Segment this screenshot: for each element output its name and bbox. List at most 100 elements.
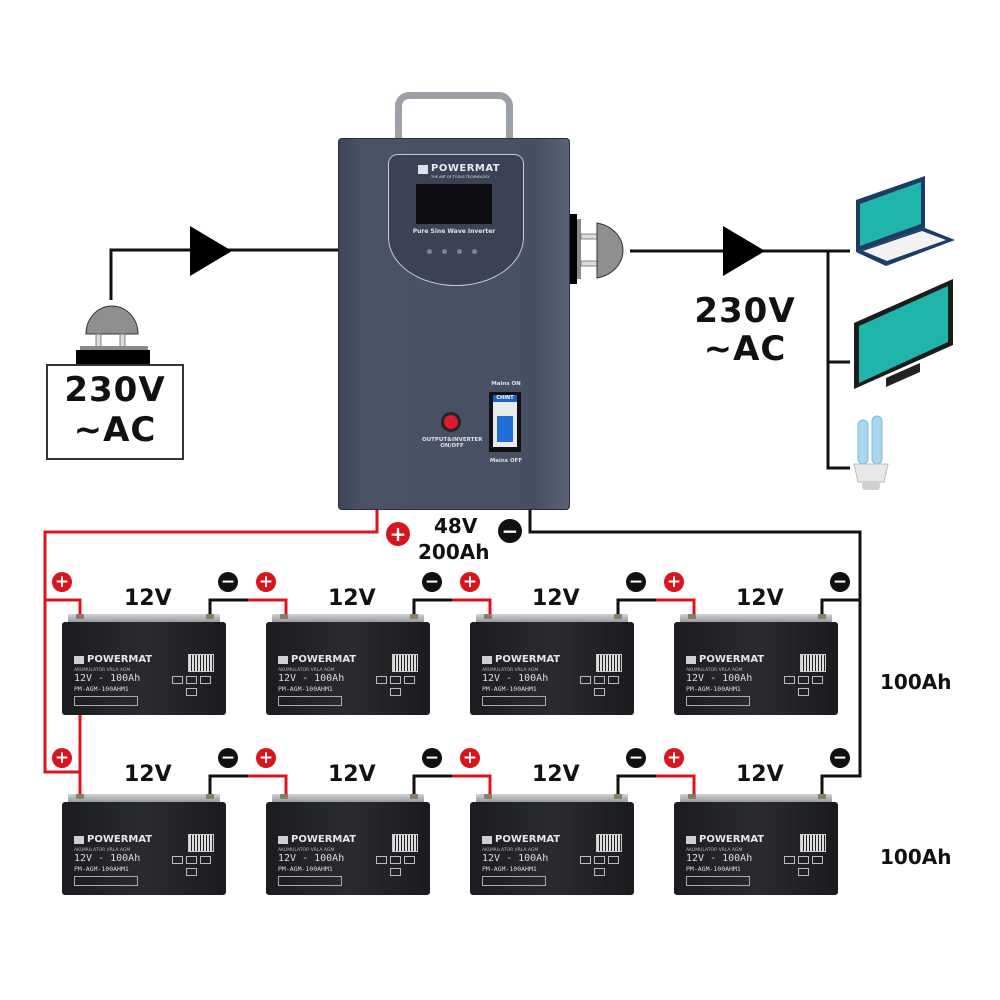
positive-terminal <box>76 614 84 619</box>
warning-symbol-icon <box>172 676 183 684</box>
battery-brand: POWERMAT <box>495 834 561 845</box>
warning-symbol-icon <box>390 676 401 684</box>
battery-kind: AKUMULATOR VRLA AGM <box>686 668 743 673</box>
breaker-toggle[interactable] <box>497 416 513 442</box>
battery-rating: 12V - 100Ah <box>482 853 549 864</box>
output-inverter-switch[interactable] <box>444 415 458 429</box>
warning-symbol-icon <box>580 856 591 864</box>
negative-terminal-icon: − <box>218 748 238 768</box>
negative-terminal-icon: − <box>626 572 646 592</box>
bank-capacity-label: 200Ah <box>418 540 490 564</box>
warning-symbol-icon <box>200 856 211 864</box>
warning-symbol-icon <box>186 856 197 864</box>
positive-terminal-icon: + <box>460 572 480 592</box>
led-inverter-icon <box>457 249 462 254</box>
barcode-icon <box>596 654 622 672</box>
battery-model: PM-AGM-100AHM1 <box>482 685 537 693</box>
warning-symbol-icon <box>798 856 809 864</box>
battery-model: PM-AGM-100AHM1 <box>74 685 129 693</box>
warning-symbol-icon <box>608 676 619 684</box>
battery-model: PM-AGM-100AHM1 <box>686 685 741 693</box>
warning-symbol-icon <box>404 676 415 684</box>
recycle-icon <box>186 868 197 876</box>
warning-symbol-icon <box>172 856 183 864</box>
warning-symbol-icon <box>812 676 823 684</box>
mains-breaker[interactable]: CHINT <box>489 392 521 452</box>
led-battery-icon <box>442 249 447 254</box>
battery-lid <box>68 614 220 624</box>
battery-brand: POWERMAT <box>291 834 357 845</box>
negative-terminal-icon: − <box>830 748 850 768</box>
load-bus-wire <box>826 249 850 470</box>
battery-kind: AKUMULATOR VRLA AGM <box>686 848 743 853</box>
negative-terminal-icon: − <box>218 572 238 592</box>
battery-rating: 12V - 100Ah <box>278 673 345 684</box>
positive-terminal-icon: + <box>52 748 72 768</box>
recycle-icon <box>798 868 809 876</box>
battery-lid <box>680 614 832 624</box>
battery-brand: POWERMAT <box>291 654 357 665</box>
input-ac-label-box: 230V ~AC <box>46 364 184 460</box>
battery-voltage-label: 12V <box>328 586 376 611</box>
battery-logo-icon <box>74 836 84 844</box>
warning-symbol-icon <box>376 676 387 684</box>
battery-info-box <box>278 696 342 706</box>
warning-symbol-icon <box>186 676 197 684</box>
warning-symbol-icon <box>784 856 795 864</box>
barcode-icon <box>800 654 826 672</box>
positive-terminal-icon: + <box>664 572 684 592</box>
warning-symbol-icon <box>404 856 415 864</box>
battery-logo-icon <box>278 656 288 664</box>
battery-model: PM-AGM-100AHM1 <box>482 865 537 873</box>
battery-lid <box>476 794 628 804</box>
positive-terminal-icon: + <box>460 748 480 768</box>
positive-terminal <box>76 794 84 799</box>
warning-symbol-icon <box>608 856 619 864</box>
battery-model: PM-AGM-100AHM1 <box>278 865 333 873</box>
negative-terminal <box>410 614 418 619</box>
recycle-icon <box>798 688 809 696</box>
input-plug-icon <box>76 305 150 364</box>
output-voltage-label: 230V <box>694 291 796 331</box>
battery-logo-icon <box>278 836 288 844</box>
recycle-icon <box>390 688 401 696</box>
positive-terminal-icon: + <box>664 748 684 768</box>
negative-terminal <box>614 794 622 799</box>
battery-lid <box>68 794 220 804</box>
battery-brand: POWERMAT <box>87 834 153 845</box>
negative-terminal <box>206 794 214 799</box>
battery-voltage-label: 12V <box>736 762 784 787</box>
main-negative-wire <box>528 510 862 795</box>
warning-symbol-icon <box>390 856 401 864</box>
battery-logo-icon <box>686 656 696 664</box>
battery-rating: 12V - 100Ah <box>482 673 549 684</box>
warning-symbol-icon <box>200 676 211 684</box>
battery-info-box <box>482 696 546 706</box>
battery-kind: AKUMULATOR VRLA AGM <box>74 668 131 673</box>
battery-rating: 12V - 100Ah <box>686 853 753 864</box>
recycle-icon <box>186 688 197 696</box>
input-wire <box>109 248 340 300</box>
warning-symbol-icon <box>594 676 605 684</box>
barcode-icon <box>188 834 214 852</box>
row-capacity-label: 100Ah <box>880 845 952 869</box>
inverter-brand: POWERMAT <box>431 163 501 174</box>
output-ac-label: 230V ~AC <box>690 292 800 368</box>
warning-symbol-icon <box>580 676 591 684</box>
main-positive-wire <box>43 510 379 774</box>
warning-symbol-icon <box>798 676 809 684</box>
switch-label: OUTPUT&INVERTER ON/OFF <box>422 437 483 449</box>
positive-terminal-icon: + <box>256 572 276 592</box>
negative-terminal <box>614 614 622 619</box>
laptop-icon <box>856 176 955 266</box>
negative-terminal <box>206 614 214 619</box>
warning-symbol-icon <box>784 676 795 684</box>
battery-voltage-label: 12V <box>532 586 580 611</box>
positive-terminal-icon: + <box>52 572 72 592</box>
